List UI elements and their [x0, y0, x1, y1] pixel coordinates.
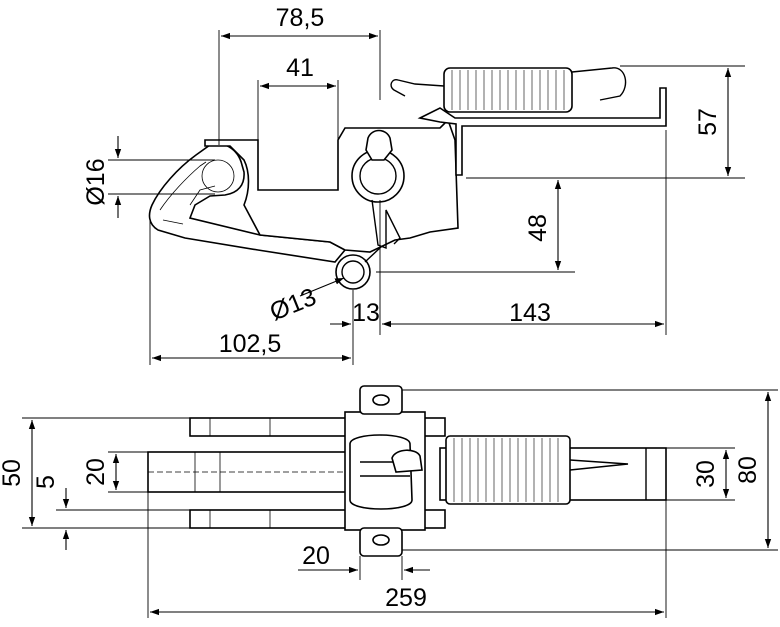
dim-143-label: 143 [509, 299, 551, 327]
lever-inner-line [159, 161, 207, 225]
dim-80-label: 80 [734, 456, 762, 484]
dim-20-bottom-label: 20 [302, 542, 330, 570]
cotter-top-view [391, 449, 423, 473]
lever-hook-line [189, 185, 216, 206]
handle-bar [417, 87, 667, 176]
dim-50-label: 50 [0, 459, 26, 487]
dim-259-label: 259 [385, 584, 427, 612]
hook-hole [201, 159, 235, 193]
dim-leader-dia13 [299, 277, 345, 297]
small-pivot [335, 254, 371, 290]
dim-57-label: 57 [694, 108, 722, 136]
dim-dia16-label: Ø16 [82, 158, 110, 205]
side-view [148, 67, 667, 290]
cotter-pin-top [365, 129, 393, 161]
dim-13-label: 13 [352, 299, 380, 327]
dim-30-label: 30 [692, 460, 720, 488]
spring-side [390, 67, 627, 113]
top-view [147, 385, 667, 557]
dim-78-5-label: 78,5 [276, 4, 325, 32]
spring-top [445, 435, 629, 505]
top-view-dimensions: 50 5 20 30 80 20 259 [0, 389, 778, 618]
cotter-pin-legs [371, 199, 401, 250]
dim-5-label: 5 [32, 475, 60, 489]
dim-48-label: 48 [524, 214, 552, 242]
dim-dia13-label: Ø13 [266, 283, 320, 327]
dim-20-left-label: 20 [82, 458, 110, 486]
dim-41-label: 41 [286, 54, 314, 82]
dim-102-5-label: 102,5 [219, 330, 282, 358]
